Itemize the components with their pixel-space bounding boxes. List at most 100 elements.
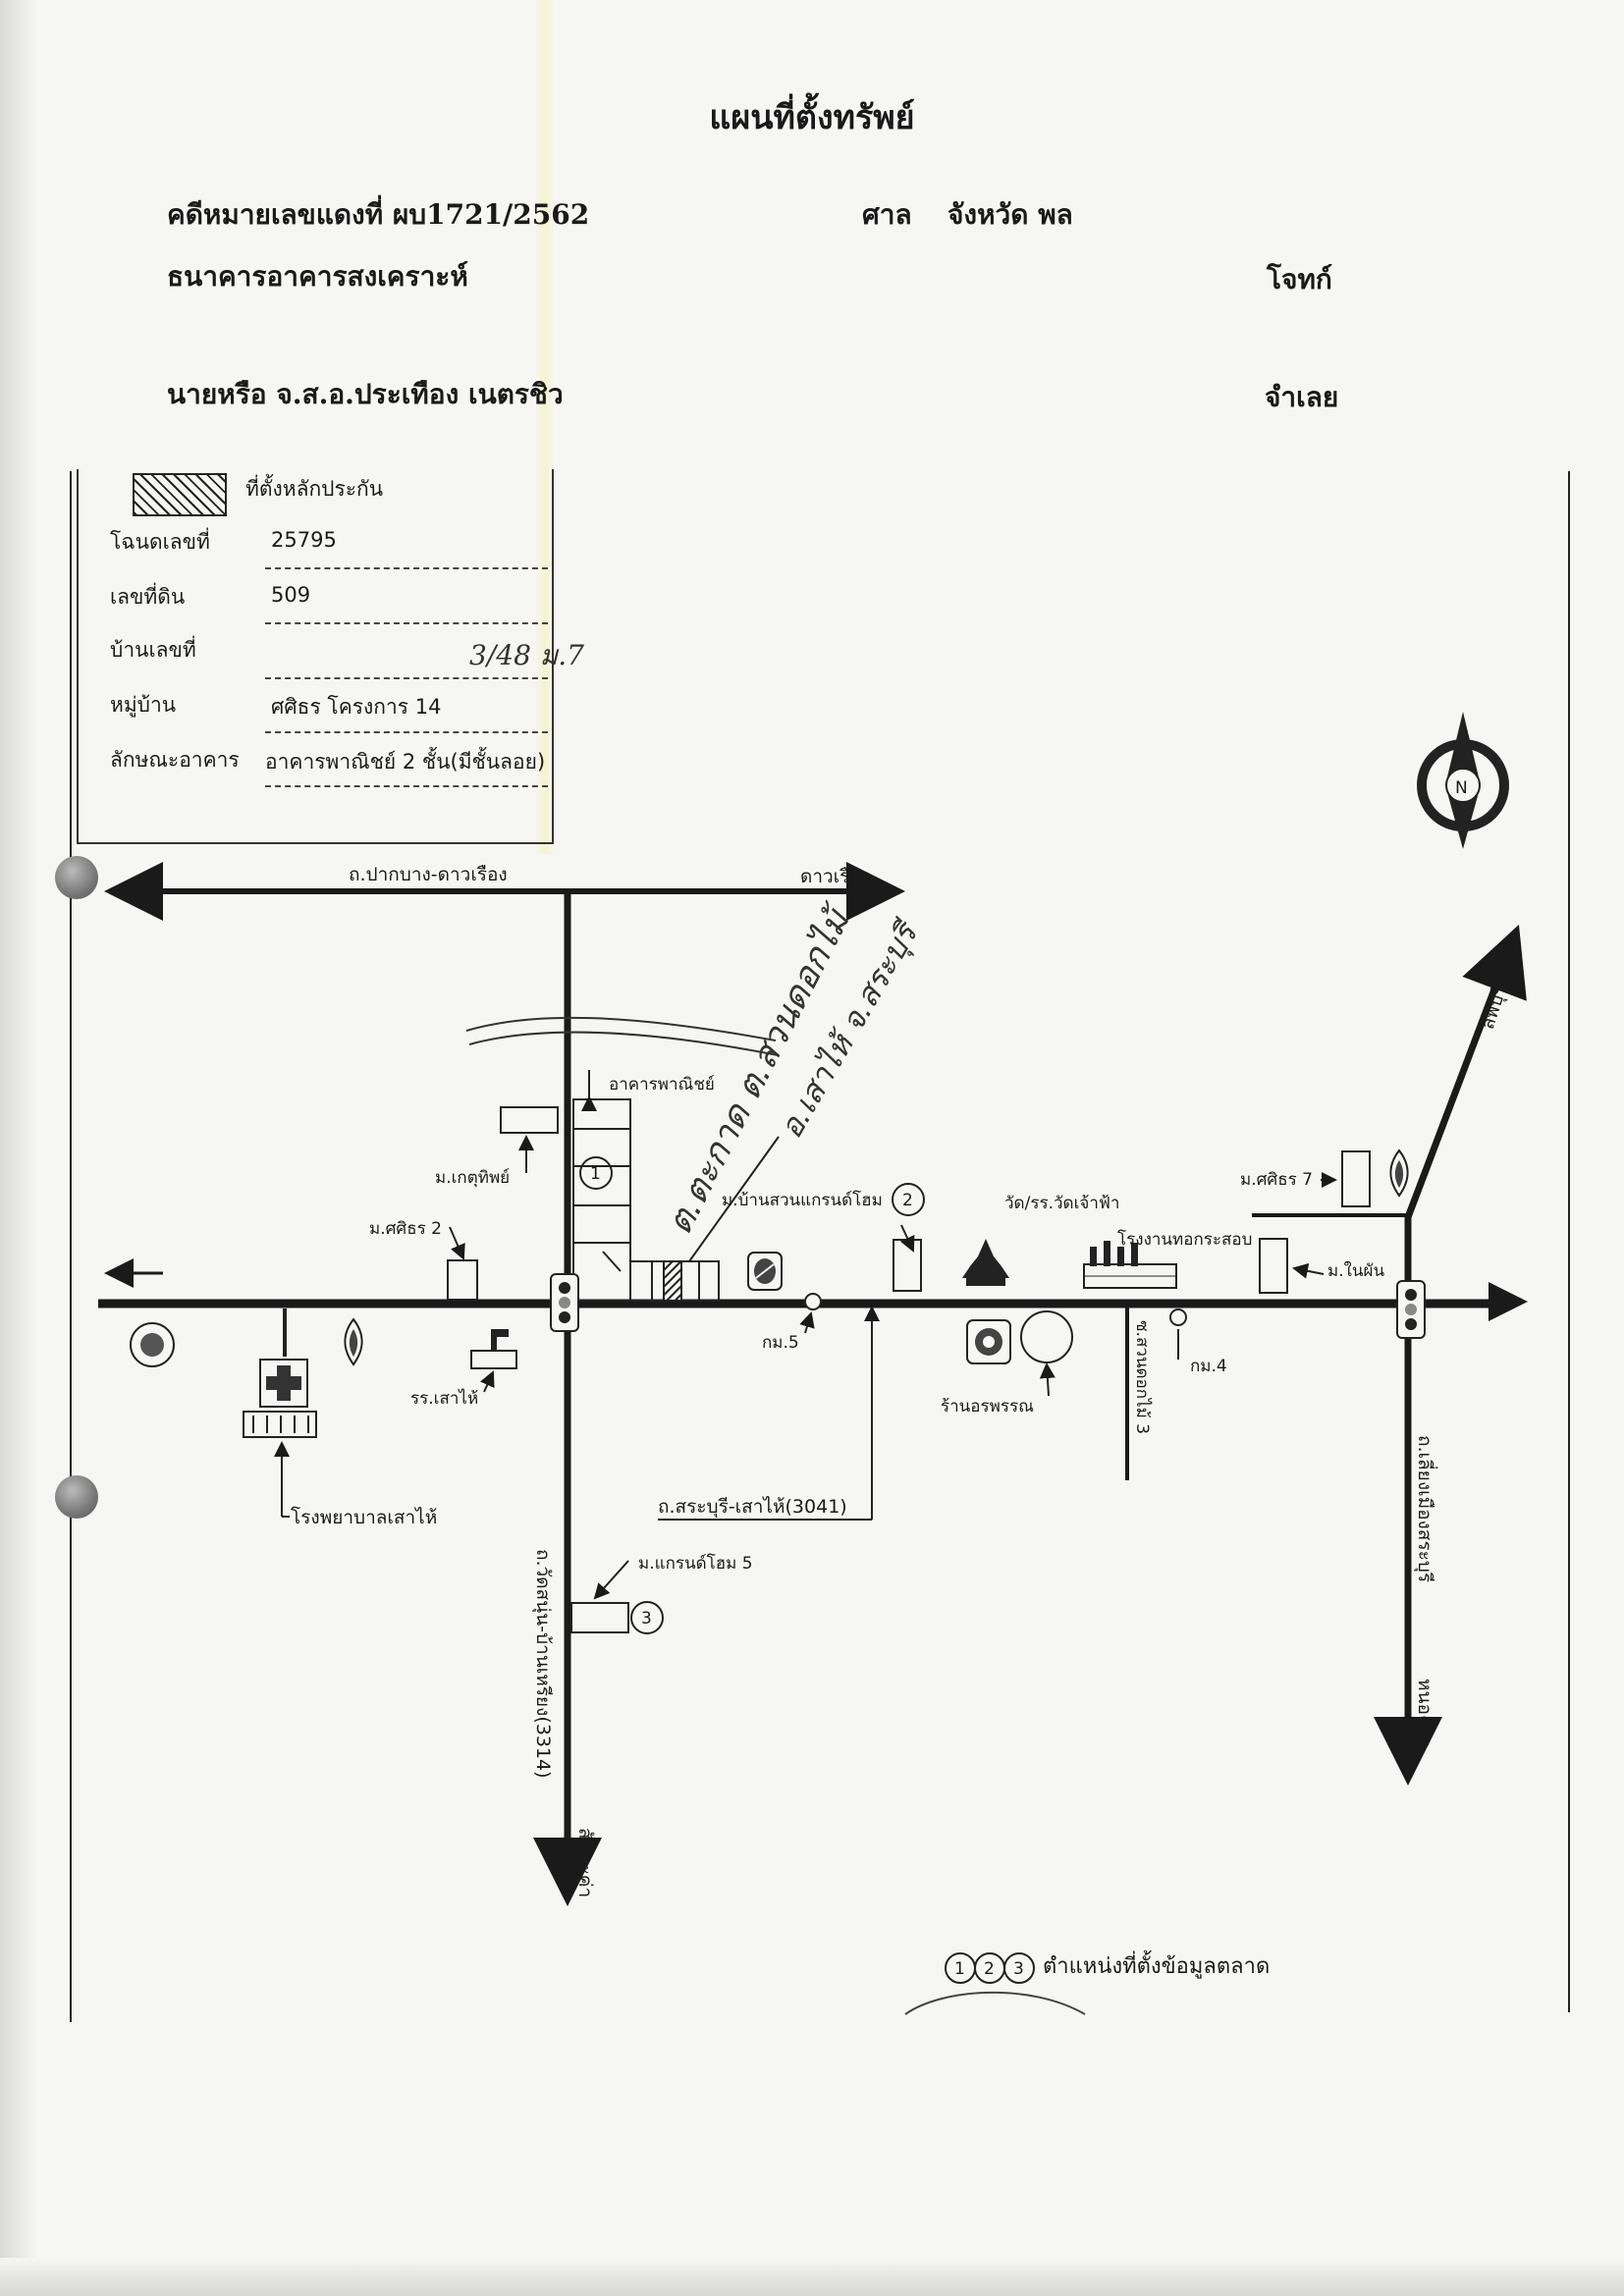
plaintiff-name: ธนาคารอาคารสงเคราะห์ — [167, 260, 468, 293]
north-label: N — [1455, 778, 1468, 798]
punch-hole — [55, 856, 98, 899]
road-watsanun-label: ถ.วัดสนุ่น-บ้านเหรียง(3314) — [531, 1549, 554, 1779]
pointer-line — [449, 1226, 465, 1260]
divider — [265, 622, 548, 624]
m-grand5-box — [570, 1602, 629, 1633]
market-label-2: 2 — [902, 1191, 913, 1210]
bank-logo-icon — [747, 1252, 783, 1291]
m-sasithorn2-box — [447, 1259, 478, 1301]
divider — [265, 567, 548, 569]
page-shadow — [0, 0, 39, 2296]
traffic-light-icon — [550, 1273, 579, 1332]
hospital-icon — [243, 1359, 317, 1438]
wat-label: วัด/รร.วัดเจ้าฟ้า — [1004, 1194, 1119, 1213]
market-marker-3 — [630, 1601, 664, 1634]
divider — [265, 785, 548, 787]
pointer-line — [899, 1224, 915, 1253]
market-marker-1 — [579, 1156, 613, 1190]
collateral-label: ที่ตั้งหลักประกัน — [245, 477, 384, 501]
soi-label: ซ.สวนดอกไม้ 3 — [1132, 1320, 1153, 1434]
divider — [265, 731, 548, 733]
building-value: อาคารพาณิชย์ 2 ชั้น(มีชั้นลอย) — [265, 750, 546, 774]
shop-marker — [1020, 1310, 1073, 1363]
m-sasithorn7-box — [1341, 1150, 1371, 1207]
market-marker-2 — [892, 1183, 925, 1216]
dao-rueang-label: ดาวเรือง — [800, 866, 870, 887]
road-pakbang-label: ถ.ปากบาง-ดาวเรือง — [349, 864, 508, 885]
court-name: จังหวัด พล — [947, 198, 1073, 231]
canal-line — [465, 1016, 777, 1041]
court-label: ศาล — [862, 198, 912, 231]
page-fold — [535, 0, 555, 854]
road-lopburi — [1404, 924, 1527, 1219]
scribble — [904, 1991, 1086, 2015]
school-icon — [470, 1329, 517, 1369]
market-legend-num-3: 3 — [1013, 1959, 1024, 1979]
lopburi-label: ลพบุรี — [1477, 983, 1512, 1033]
market-legend-num-2: 2 — [984, 1959, 995, 1979]
deed-value: 25795 — [271, 528, 337, 552]
pointer-line — [593, 1560, 629, 1600]
factory-icon — [1083, 1241, 1177, 1289]
hospital-label: โรงพยาบาลเสาไห้ — [291, 1506, 437, 1528]
m-naiphan-label: ม.ในผัน — [1327, 1260, 1384, 1281]
case-number: คดีหมายเลขแดงที่ ผบ1721/2562 — [167, 198, 590, 231]
km4-marker — [1169, 1308, 1187, 1326]
pointer-line — [479, 1370, 495, 1393]
village-value: ศศิธร โครงการ 14 — [271, 695, 442, 719]
bank-logo-icon — [966, 1319, 1011, 1364]
house-no-label: บ้านเลขที่ — [110, 638, 196, 662]
plaintiff-role: โจทก์ — [1267, 263, 1332, 295]
m-suangrand-box — [893, 1239, 922, 1292]
pointer-line — [688, 1136, 780, 1262]
village-label: หมู่บ้าน — [110, 693, 177, 717]
collateral-hatch-swatch — [133, 473, 227, 516]
market-label-3: 3 — [641, 1609, 652, 1629]
house-no-value: 3/48 ม.7 — [469, 639, 584, 671]
temple-icon — [962, 1239, 1009, 1286]
canal-line — [468, 1031, 779, 1056]
gas-station-logo-icon — [344, 1317, 363, 1366]
factory-label: โรงงานทอกระสอบ — [1117, 1229, 1252, 1250]
m-suangrand-label: ม.บ้านสวนแกรนด์โฮม — [722, 1190, 883, 1210]
traffic-light-icon — [1396, 1280, 1426, 1339]
road-saraburi-label: ถ.สระบุรี-เสาไห้(3041) — [658, 1496, 847, 1519]
nongkae-label: หนองแค — [1414, 1679, 1435, 1748]
market-legend-num-1: 1 — [954, 1959, 965, 1979]
pointer-line — [1039, 1362, 1056, 1397]
gas-station-logo-icon — [1389, 1148, 1409, 1198]
defendant-role: จำเลย — [1265, 381, 1339, 413]
document-title: แผนที่ตั้งทรัพย์ — [709, 98, 915, 137]
building-label: ลักษณะอาคาร — [110, 748, 240, 772]
km5-label: กม.5 — [762, 1333, 799, 1353]
commercial-building-label: อาคารพาณิชย์ — [609, 1075, 715, 1095]
school-label: รร.เสาไห้ — [410, 1388, 478, 1409]
market-legend-label: ตำแหน่งที่ตั้งข้อมูลตลาด — [1043, 1950, 1270, 1979]
page-shadow-bottom — [0, 2258, 1624, 2296]
divider — [265, 677, 548, 679]
land-no-value: 509 — [271, 583, 311, 607]
sanamchai-label: สันนะค่า — [574, 1828, 596, 1897]
m-grand5-label: ม.แกรนด์โฮม 5 — [638, 1553, 753, 1574]
pointer-line — [799, 1311, 815, 1334]
commercial-building-block — [572, 1098, 720, 1302]
m-sasithorn2-label: ม.ศศิธร 2 — [369, 1219, 442, 1239]
shop-label: ร้านอรพรรณ — [941, 1397, 1034, 1416]
m-ketthip-box — [500, 1106, 559, 1134]
road-bypass-label: ถ.เลี่ยงเมืองสระบุรี — [1413, 1435, 1438, 1582]
north-arrow-icon — [1417, 712, 1509, 849]
land-no-label: เลขที่ดิน — [110, 585, 186, 609]
collateral-location-marker — [663, 1260, 682, 1302]
m-naiphan-box — [1259, 1238, 1288, 1294]
km5-marker — [804, 1293, 822, 1310]
m-ketthip-label: ม.เกตุทิพย์ — [435, 1168, 510, 1188]
punch-hole — [55, 1475, 98, 1519]
defendant-name: นายหรือ จ.ส.อ.ประเทือง เนตรชิว — [167, 378, 564, 410]
property-legend — [77, 469, 554, 844]
km4-label: กม.4 — [1190, 1357, 1227, 1376]
market-legend-circle-3 — [1003, 1952, 1035, 1984]
pointer-line — [1292, 1262, 1325, 1279]
m-sasithorn7-label: ม.ศศิธร 7 — [1240, 1170, 1313, 1190]
government-seal-icon — [130, 1322, 175, 1367]
